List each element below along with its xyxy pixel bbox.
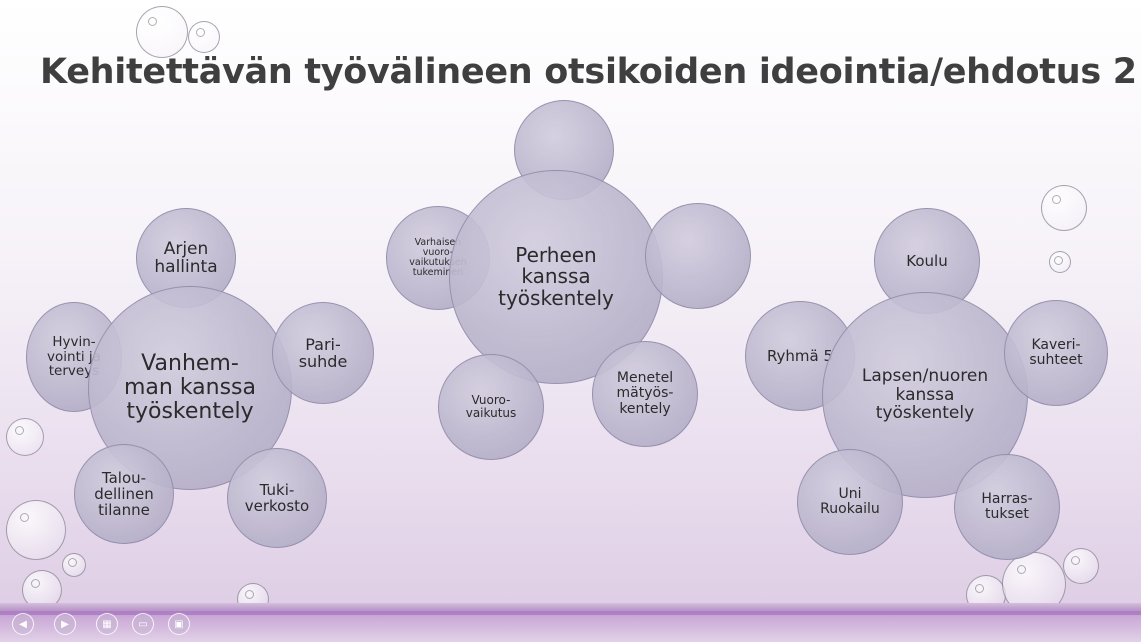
slide-menu-icon: ▦ [102,618,112,630]
satellite-label: Arjen hallinta [154,238,218,277]
satellite-label: Menetel mätyös- kentely [616,370,674,417]
satellite-bubble: Talou- dellinen tilanne [74,444,174,544]
display-settings-button[interactable]: ▣ [168,613,190,635]
next-slide-button[interactable]: ▶ [54,613,76,635]
decorative-bubble [1049,251,1071,273]
slide-menu-button[interactable]: ▦ [96,613,118,635]
satellite-label: Kaveri- suhteet [1029,336,1083,368]
satellite-label: Vuoro- vaikutus [465,393,517,420]
notes-button[interactable]: ▭ [132,613,154,635]
satellite-label: Talou- dellinen tilanne [94,468,154,520]
satellite-bubble [645,203,751,309]
next-icon: ▶ [61,618,69,630]
satellite-bubble: Vuoro- vaikutus [438,354,544,460]
decorative-bubble [188,21,220,53]
satellite-bubble: Harras- tukset [954,454,1060,560]
decorative-bubble [1041,185,1087,231]
satellite-label: Ryhmä 5 [766,346,834,365]
satellite-bubble: Tuki- verkosto [227,448,327,548]
notes-icon: ▭ [138,618,148,630]
satellite-bubble: Uni Ruokailu [797,449,903,555]
center-label: Perheen kanssa työskentely [498,242,614,310]
decorative-bubble [136,6,188,58]
satellite-label: Harras- tukset [981,490,1033,522]
display-icon: ▣ [174,618,184,630]
satellite-label: Koulu [906,251,948,270]
decorative-bubble [62,553,86,577]
satellite-bubble: Pari- suhde [272,302,374,404]
slide-title: Kehitettävän työvälineen otsikoiden ideo… [40,52,1137,92]
satellite-label: Uni Ruokailu [820,485,880,517]
satellite-label: Pari- suhde [298,334,348,371]
previous-slide-button[interactable]: ◀ [12,613,34,635]
bottom-divider [0,611,1141,615]
satellite-label: Varhaisen vuoro- vaikutuksen tukeminen [409,236,467,279]
satellite-label: Tuki- verkosto [244,480,310,515]
previous-icon: ◀ [19,618,27,630]
satellite-bubble: Kaveri- suhteet [1004,300,1108,406]
decorative-bubble [6,418,44,456]
decorative-bubble [6,500,66,560]
center-label: Vanhem- man kanssa työskentely [123,351,257,424]
satellite-bubble: Menetel mätyös- kentely [592,341,698,447]
center-label: Lapsen/nuoren kanssa työskentely [861,366,989,424]
decorative-bubble [1063,548,1099,584]
bottom-band [0,603,1141,642]
